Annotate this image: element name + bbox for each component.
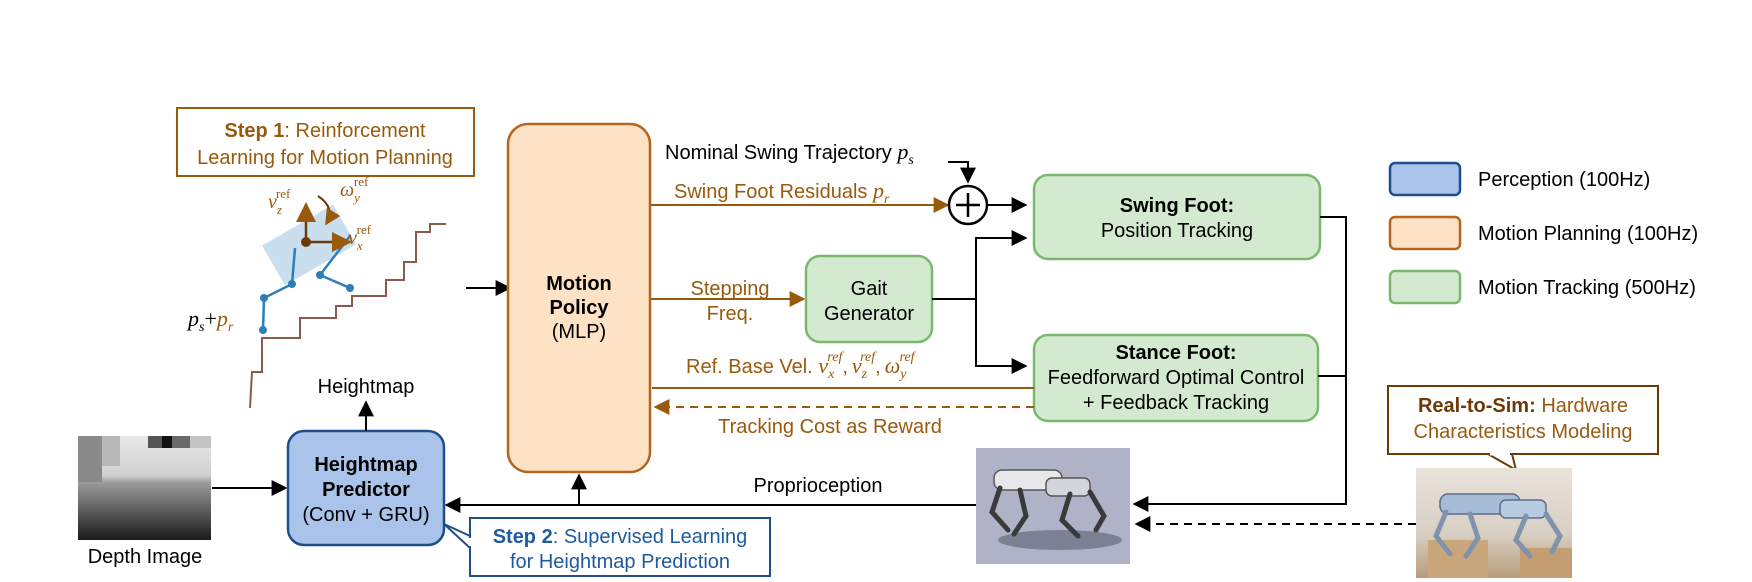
legend-label-motion-planning: Motion Planning (100Hz) [1478,223,1698,245]
real-robot-image [1416,468,1572,578]
legend: Perception (100Hz) Motion Planning (100H… [1388,161,1698,305]
step2-callout: Step 2: Supervised Learning for Heightma… [443,517,771,577]
depth-image [78,436,211,540]
stepping-label-line2: Freq. [707,303,754,325]
gait-to-stance-arrow [975,299,1028,374]
heightmap-predictor-line1: Heightmap [314,454,417,476]
omega-ref-label: ωyref [340,174,369,205]
swing-foot-subtitle: Position Tracking [1101,220,1253,242]
sum-node [947,184,989,226]
gait-to-swing-arrow [975,230,1028,299]
ps-plus-pr-label: ps+pr [186,306,234,335]
swing-foot-block: Swing Foot: Position Tracking [1032,173,1322,261]
gait-generator-line2: Generator [824,303,914,325]
heightmap-label: Heightmap [318,376,415,398]
vx-ref-label: vxref [348,222,372,253]
step2-line2: for Heightmap Prediction [510,551,730,573]
step1-line1: Step 1: Reinforcement [224,120,426,142]
stepping-label-line1: Stepping [691,278,770,300]
motion-policy-line1: Motion [546,273,612,295]
step1-callout: Step 1: Reinforcement Learning for Motio… [176,107,475,177]
step2-line1: Step 2: Supervised Learning [493,526,748,548]
vz-ref-label: vzref [268,186,291,217]
terrain-illustration [249,223,446,409]
stance-foot-block: Stance Foot: Feedforward Optimal Control… [1032,333,1320,423]
gait-generator-block: Gait Generator [804,254,934,344]
real-to-sim-line2: Characteristics Modeling [1414,421,1633,443]
legend-label-motion-tracking: Motion Tracking (500Hz) [1478,277,1696,299]
motion-policy-line3: (MLP) [552,321,606,343]
motion-policy-line2: Policy [550,297,610,319]
legend-item-motion-planning: Motion Planning (100Hz) [1388,215,1698,251]
legend-label-perception: Perception (100Hz) [1478,169,1650,191]
step1-line2: Learning for Motion Planning [197,147,453,169]
depth-image-label: Depth Image [88,546,203,568]
nominal-swing-label: Nominal Swing Trajectory ps [665,139,914,168]
heightmap-predictor-line2: Predictor [322,479,410,501]
heightmap-predictor-line3: (Conv + GRU) [302,504,429,526]
real-to-sim-line1: Real-to-Sim: Hardware [1418,395,1628,417]
motion-policy-block: Motion Policy (MLP) [506,122,652,474]
swing-residuals-label: Swing Foot Residuals pr [674,178,890,207]
proprioception-label: Proprioception [754,475,883,497]
robot-schematic [259,195,357,334]
real-to-sim-callout: Real-to-Sim: Hardware Characteristics Mo… [1387,385,1659,473]
tracking-to-robot-arrow [1132,216,1347,512]
sim-robot-image [976,448,1130,564]
gait-generator-line1: Gait [851,278,888,300]
nominal-swing-arrow [948,161,976,184]
heightmap-predictor-block: Heightmap Predictor (Conv + GRU) [286,429,446,547]
tracking-cost-label: Tracking Cost as Reward [718,416,942,438]
legend-item-perception: Perception (100Hz) [1388,161,1650,197]
stance-foot-title: Stance Foot: [1115,342,1236,364]
legend-item-motion-tracking: Motion Tracking (500Hz) [1388,269,1696,305]
stance-foot-line3: + Feedback Tracking [1083,392,1269,414]
ref-base-vel-label: Ref. Base Vel. vxref,vzref,ωyref [686,350,917,382]
swing-foot-title: Swing Foot: [1120,195,1234,217]
stance-foot-line2: Feedforward Optimal Control [1048,367,1305,389]
